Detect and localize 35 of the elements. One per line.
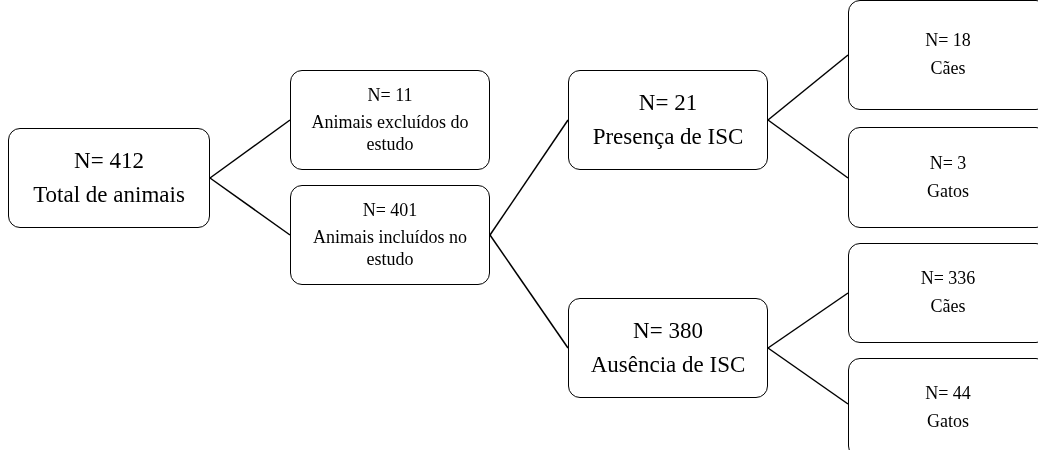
connector-line xyxy=(767,119,849,179)
connector-line xyxy=(767,292,849,349)
count-label: N= 336 xyxy=(920,268,976,290)
node-box xyxy=(568,298,768,398)
count-label: N= 21 xyxy=(638,89,698,117)
category-label: Presença de ISC xyxy=(592,123,744,151)
category-label: Cães xyxy=(930,58,966,80)
connector-line xyxy=(489,119,569,236)
node-box xyxy=(848,243,1038,343)
node-box xyxy=(290,185,490,285)
count-label: N= 18 xyxy=(925,30,971,52)
category-label: Animais incluídos no estudo xyxy=(312,227,468,271)
count-label: N= 380 xyxy=(633,317,703,345)
count-label: N= 412 xyxy=(74,147,144,175)
node-box xyxy=(8,128,210,228)
category-label: Gatos xyxy=(927,180,969,203)
node-box xyxy=(568,70,768,170)
connector-line xyxy=(209,177,291,236)
category-label: Animais excluídos do estudo xyxy=(310,112,470,156)
node-box xyxy=(290,70,490,170)
node-box xyxy=(848,127,1038,228)
count-label: N= 44 xyxy=(925,383,971,405)
node-box xyxy=(848,358,1038,450)
count-label: N= 3 xyxy=(929,152,967,175)
connector-line xyxy=(489,234,569,349)
category-label: Gatos xyxy=(927,411,969,433)
count-label: N= 401 xyxy=(362,199,418,222)
connector-line xyxy=(209,119,291,179)
category-label: Ausência de ISC xyxy=(590,351,746,379)
connector-line xyxy=(767,347,849,405)
connector-line xyxy=(767,54,849,121)
category-label: Cães xyxy=(930,296,966,318)
node-box xyxy=(848,0,1038,110)
category-label: Total de animais xyxy=(33,181,185,209)
count-label: N= 11 xyxy=(367,84,413,107)
